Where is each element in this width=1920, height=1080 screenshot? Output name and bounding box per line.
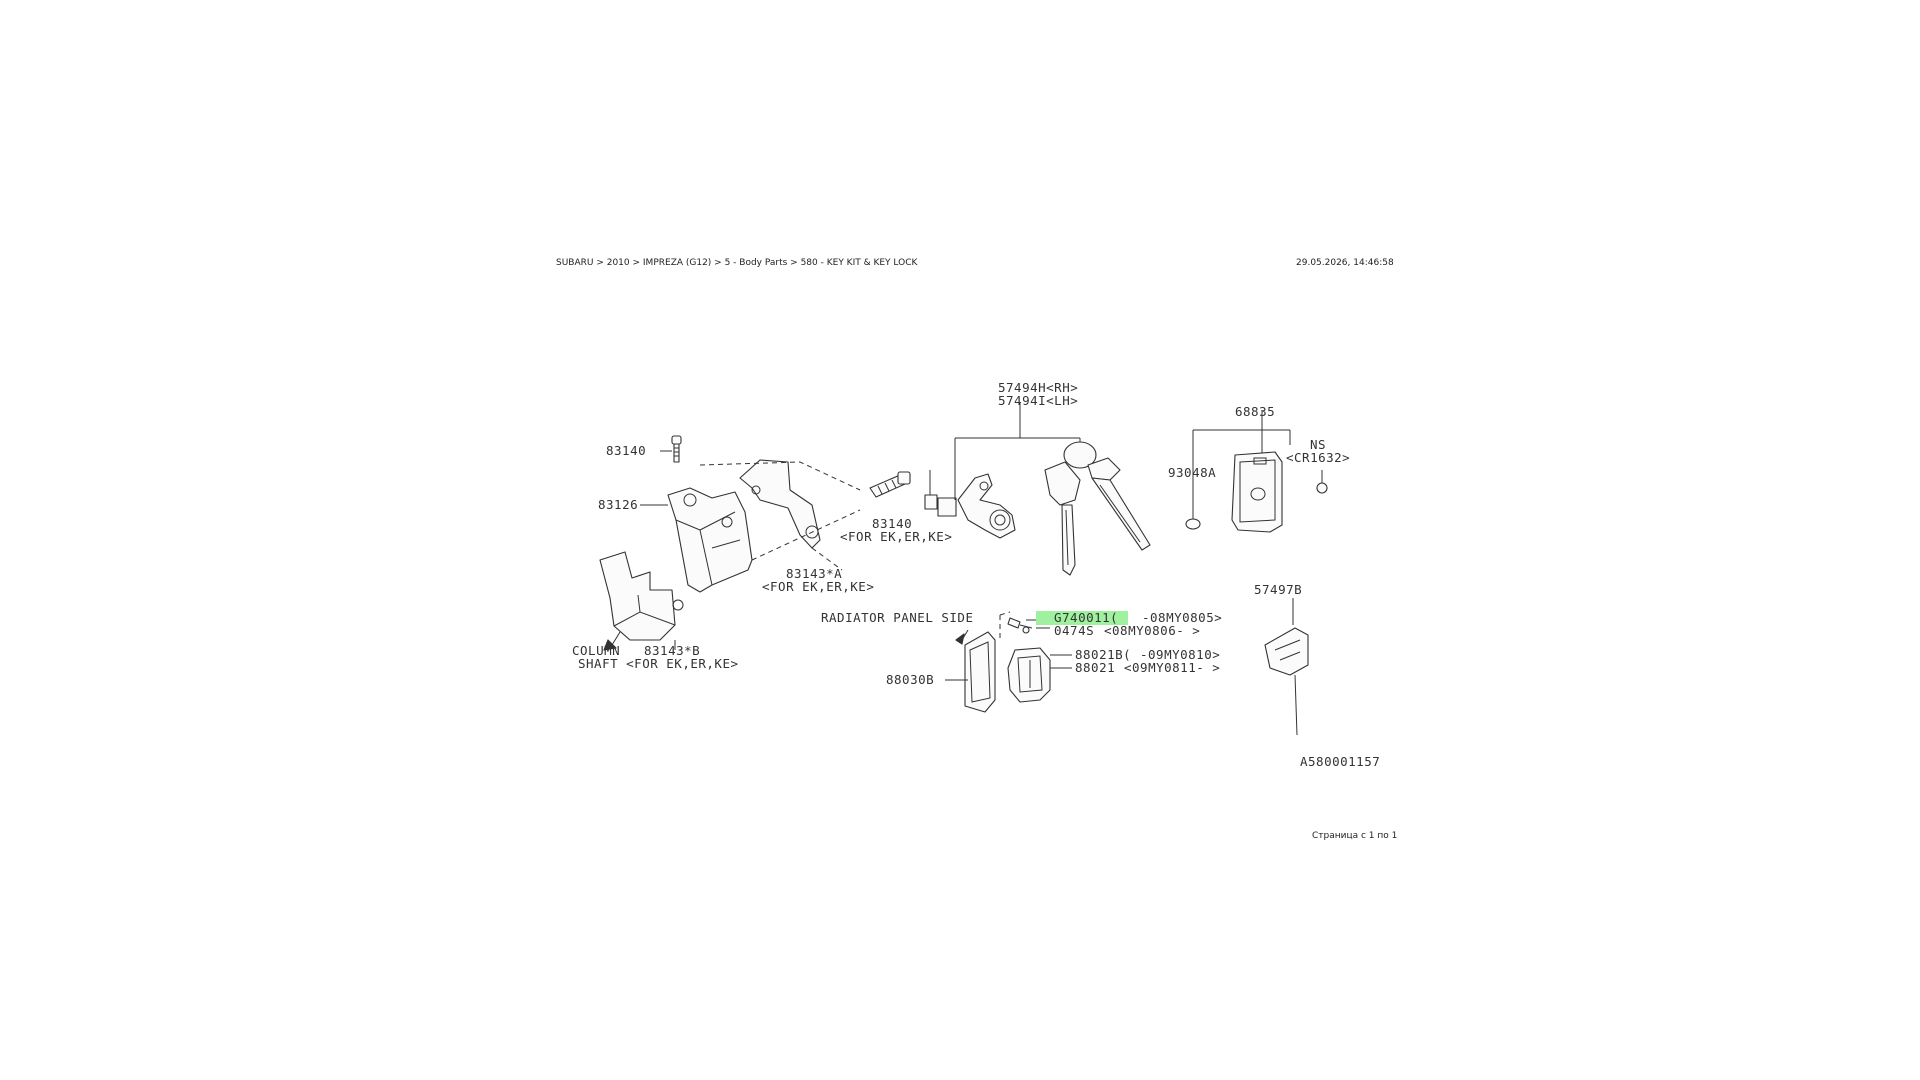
breadcrumb: SUBARU > 2010 > IMPREZA (G12) > 5 - Body… bbox=[556, 258, 918, 268]
label-57494h: 57494H<RH> bbox=[998, 380, 1078, 395]
bolt-83140-mid bbox=[869, 471, 911, 498]
label-88021: 88021 bbox=[1075, 660, 1115, 675]
highlight-g740011 bbox=[1036, 611, 1128, 625]
label-shaft-note: SHAFT <FOR EK,ER,KE> bbox=[578, 656, 739, 671]
label-ns: NS bbox=[1310, 437, 1326, 452]
label-88021b-note: -09MY0810> bbox=[1140, 647, 1220, 662]
door-lock-cylinder bbox=[924, 470, 1016, 539]
bracket-83143b bbox=[599, 551, 684, 641]
label-83143b: 83143*B bbox=[644, 643, 700, 658]
print-timestamp: 29.05.2026, 14:46:58 bbox=[1296, 258, 1394, 268]
label-88021-note: <09MY0811- > bbox=[1124, 660, 1220, 675]
label-column: COLUMN bbox=[572, 643, 620, 658]
page-counter: Страница с 1 по 1 bbox=[1312, 831, 1398, 841]
label-68835: 68835 bbox=[1235, 404, 1275, 419]
latch-88021 bbox=[1007, 647, 1051, 703]
bolt-83140-top bbox=[671, 435, 682, 463]
ignition-key bbox=[1044, 441, 1151, 576]
label-radiator-panel-side: RADIATOR PANEL SIDE bbox=[821, 610, 974, 625]
label-0474s-note: <08MY0806- > bbox=[1104, 623, 1200, 638]
bracket-83126 bbox=[667, 487, 753, 593]
bracket-83143a bbox=[739, 459, 821, 549]
key-fob-68835 bbox=[1231, 451, 1283, 533]
label-g740011-note: -08MY0805> bbox=[1142, 610, 1222, 625]
label-g740011[interactable]: G740011( bbox=[1054, 610, 1118, 625]
label-83143a: 83143*A bbox=[786, 566, 842, 581]
connector-57497b bbox=[1264, 598, 1309, 736]
diagram-reference-code: A580001157 bbox=[1300, 754, 1380, 769]
label-57497b: 57497B bbox=[1254, 582, 1302, 597]
label-83126: 83126 bbox=[598, 497, 638, 512]
label-88021b: 88021B( bbox=[1075, 647, 1131, 662]
screw-g740011 bbox=[1007, 617, 1033, 634]
label-83140-mid-note: <FOR EK,ER,KE> bbox=[840, 529, 952, 544]
label-83143a-note: <FOR EK,ER,KE> bbox=[762, 579, 874, 594]
latch-bracket-88030b bbox=[955, 629, 996, 713]
label-83140-mid: 83140 bbox=[872, 516, 912, 531]
label-cr1632: <CR1632> bbox=[1286, 450, 1350, 465]
label-0474s: 0474S bbox=[1054, 623, 1094, 638]
label-93048a: 93048A bbox=[1168, 465, 1216, 480]
label-57494i: 57494I<LH> bbox=[998, 393, 1078, 408]
label-88030b: 88030B bbox=[886, 672, 934, 687]
label-83140-top: 83140 bbox=[606, 443, 646, 458]
